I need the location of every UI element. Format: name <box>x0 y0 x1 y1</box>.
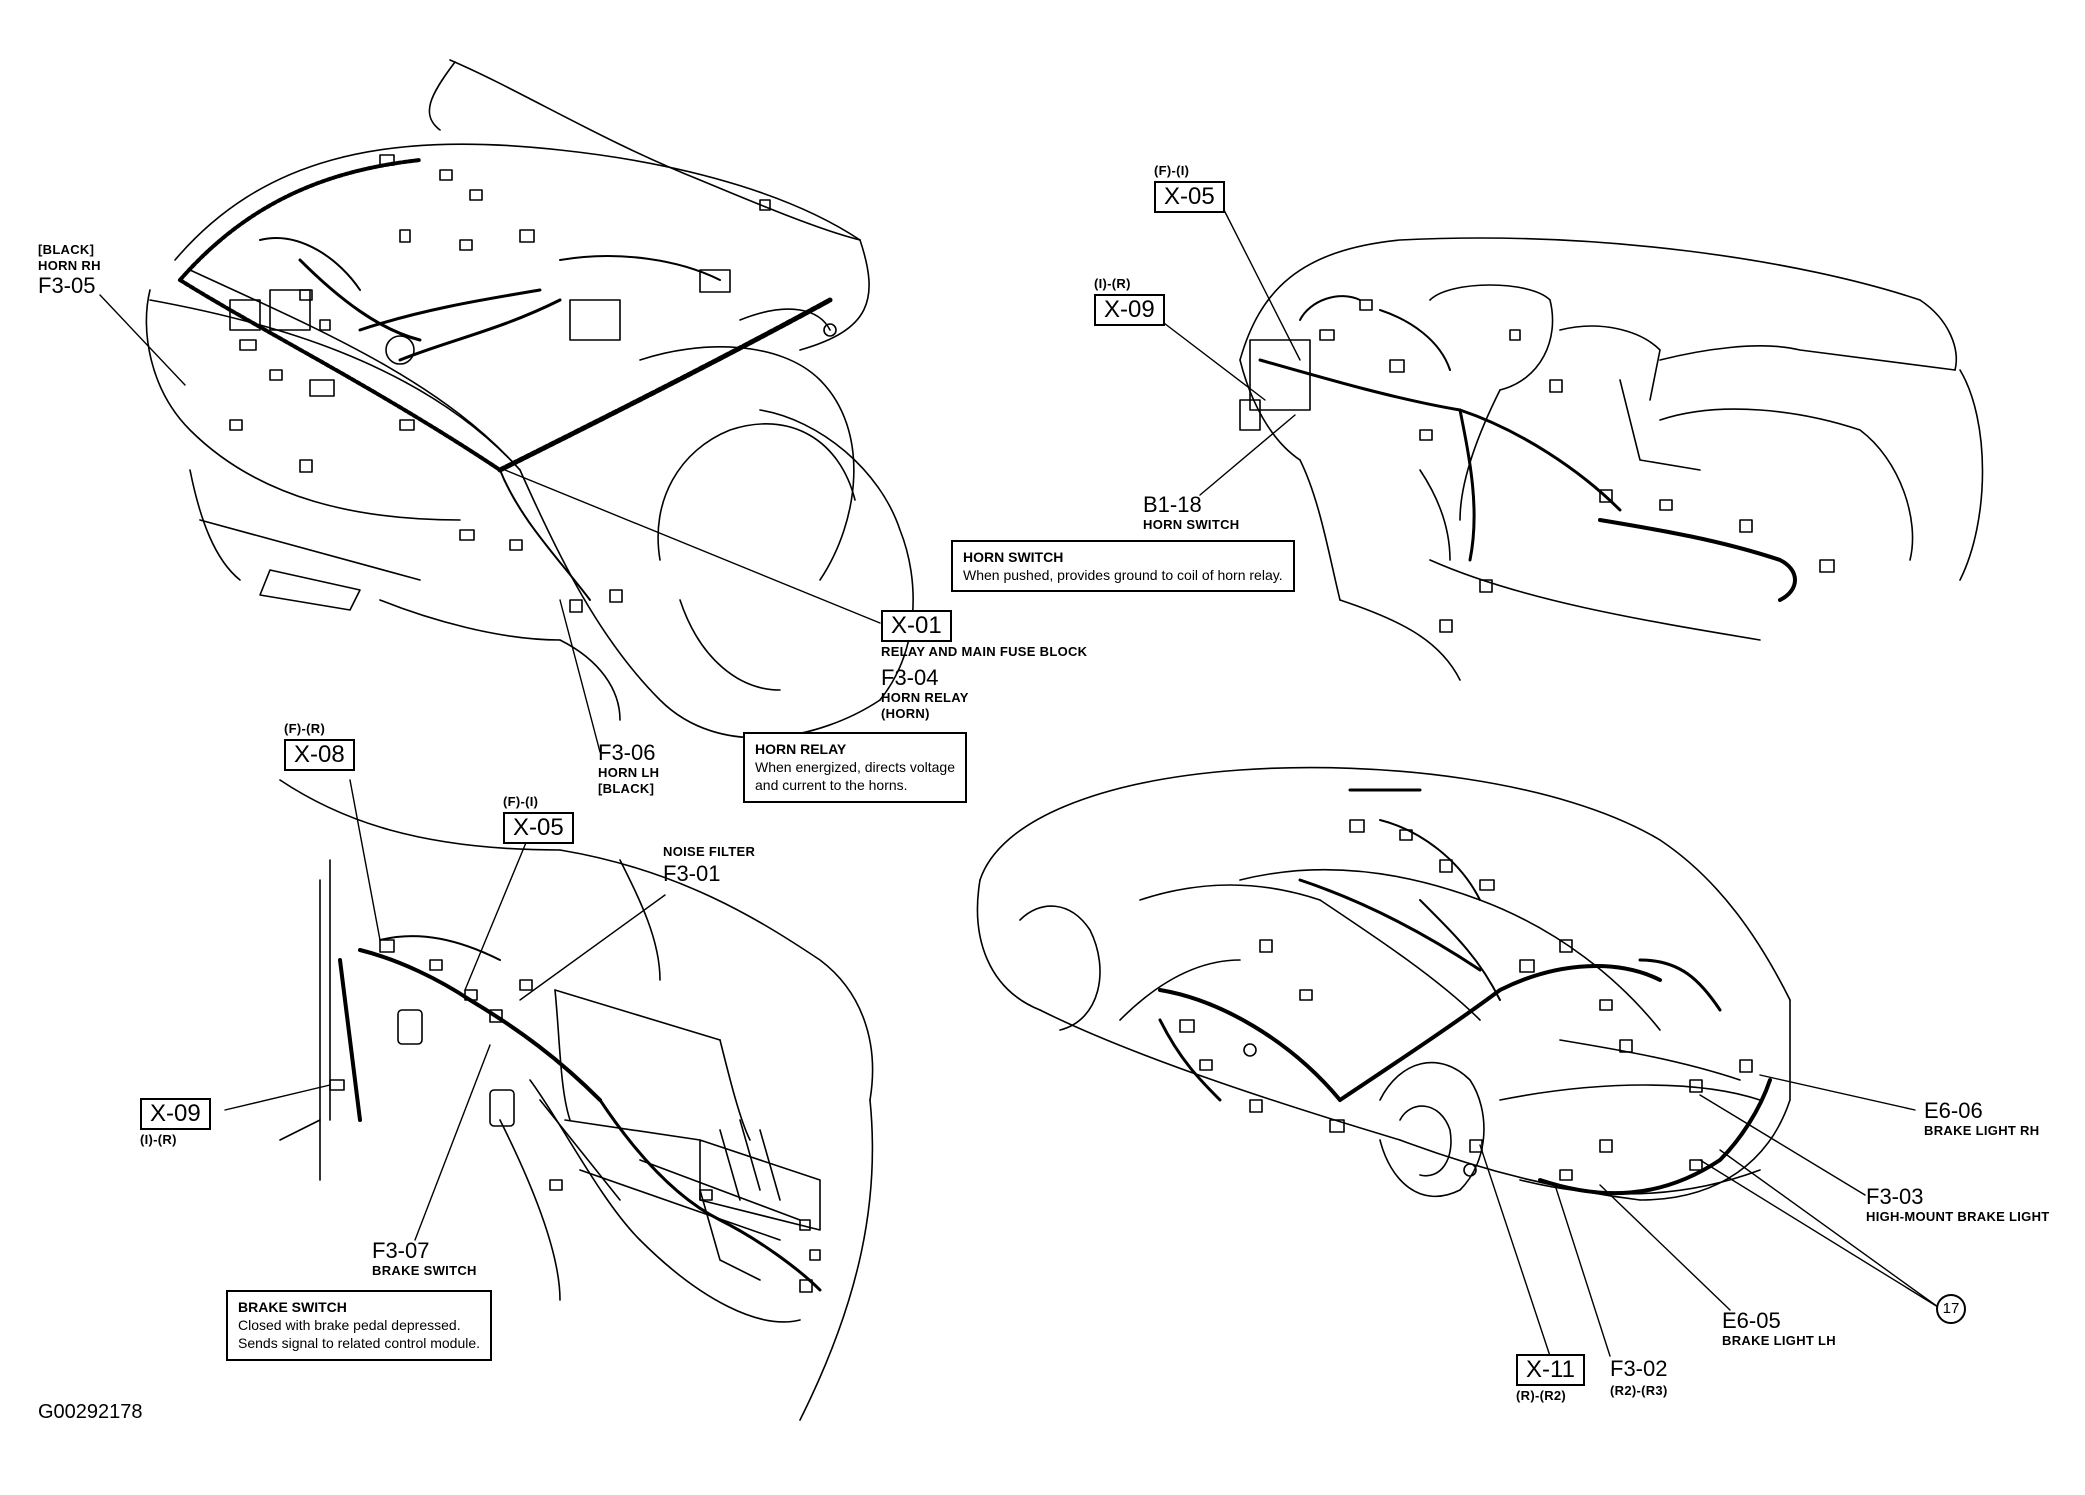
horn-relay-note-line-1: When energized, directs voltage <box>755 759 955 776</box>
horn-rh-color-label: [BLACK] <box>38 242 95 257</box>
rear-vehicle-view <box>976 766 1791 1201</box>
horn-lh-desc-label: HORN LH <box>598 765 660 780</box>
horn-switch-note-title: HORN SWITCH <box>963 549 1064 565</box>
dashboard-view <box>1239 237 1984 681</box>
f3-01-code-label: F3-01 <box>663 861 721 886</box>
horn-relay-note-line-2: and current to the horns. <box>755 777 908 794</box>
b1-18-code-label: B1-18 <box>1143 492 1202 517</box>
horn-relay-note: HORN RELAY When energized, directs volta… <box>743 732 967 803</box>
f3-05-code-label: F3-05 <box>38 273 96 298</box>
brake-switch-note: BRAKE SWITCH Closed with brake pedal dep… <box>226 1290 493 1361</box>
x-09-bottom-code-box: X-09 <box>140 1098 211 1130</box>
e6-06-desc-label: BRAKE LIGHT RH <box>1924 1123 2040 1138</box>
brake-switch-note-line-2: Sends signal to related control module. <box>238 1335 481 1352</box>
f3-02-location-label: (R2)-(R3) <box>1610 1383 1668 1398</box>
f3-02-code-label: F3-02 <box>1610 1356 1668 1381</box>
brake-switch-note-title: BRAKE SWITCH <box>238 1299 347 1315</box>
x-11-code-box: X-11 <box>1516 1354 1585 1386</box>
x-05-top-code-box: X-05 <box>1154 181 1225 213</box>
engine-bay-view <box>145 59 914 739</box>
x-05-bottom-location-label: (F)-(I) <box>503 794 539 809</box>
horn-switch-note: HORN SWITCH When pushed, provides ground… <box>951 540 1295 593</box>
f3-06-code-label: F3-06 <box>598 740 656 765</box>
x-05-bottom-code-box: X-05 <box>503 812 574 844</box>
f3-04-desc-label: HORN RELAY <box>881 690 969 705</box>
x-01-code-box: X-01 <box>881 610 952 642</box>
f3-03-code-label: F3-03 <box>1866 1184 1924 1209</box>
x-08-code-box: X-08 <box>284 739 355 771</box>
figure-id-label: G00292178 <box>38 1401 143 1423</box>
x-11-location-label: (R)-(R2) <box>1516 1388 1567 1403</box>
horn-relay-note-title: HORN RELAY <box>755 741 847 757</box>
leader-lines <box>99 209 1939 1357</box>
x-05-top-location-label: (F)-(I) <box>1154 163 1190 178</box>
e6-06-code-label: E6-06 <box>1924 1098 1983 1123</box>
f3-04-code-label: F3-04 <box>881 665 939 690</box>
e6-05-code-label: E6-05 <box>1722 1308 1781 1333</box>
horn-lh-color-label: [BLACK] <box>598 781 655 796</box>
noise-filter-desc-label: NOISE FILTER <box>663 844 756 859</box>
e6-05-desc-label: BRAKE LIGHT LH <box>1722 1333 1836 1348</box>
x-08-location-label: (F)-(R) <box>284 721 326 736</box>
brake-pedal-view <box>279 779 874 1421</box>
x-09-top-code-box: X-09 <box>1094 294 1165 326</box>
x-09-bottom-location-label: (I)-(R) <box>140 1132 177 1147</box>
brake-switch-note-line-1: Closed with brake pedal depressed. <box>238 1317 461 1334</box>
horn-rh-desc-label: HORN RH <box>38 258 101 273</box>
reference-17-circle: 17 <box>1936 1294 1966 1324</box>
f3-04-qualifier-label: (HORN) <box>881 706 930 721</box>
f3-07-desc-label: BRAKE SWITCH <box>372 1263 477 1278</box>
x-01-desc-label: RELAY AND MAIN FUSE BLOCK <box>881 644 1088 659</box>
f3-07-code-label: F3-07 <box>372 1238 430 1263</box>
f3-03-desc-label: HIGH-MOUNT BRAKE LIGHT <box>1866 1209 2050 1224</box>
b1-18-desc-label: HORN SWITCH <box>1143 517 1240 532</box>
horn-switch-note-line-1: When pushed, provides ground to coil of … <box>963 567 1283 584</box>
x-09-top-location-label: (I)-(R) <box>1094 276 1131 291</box>
